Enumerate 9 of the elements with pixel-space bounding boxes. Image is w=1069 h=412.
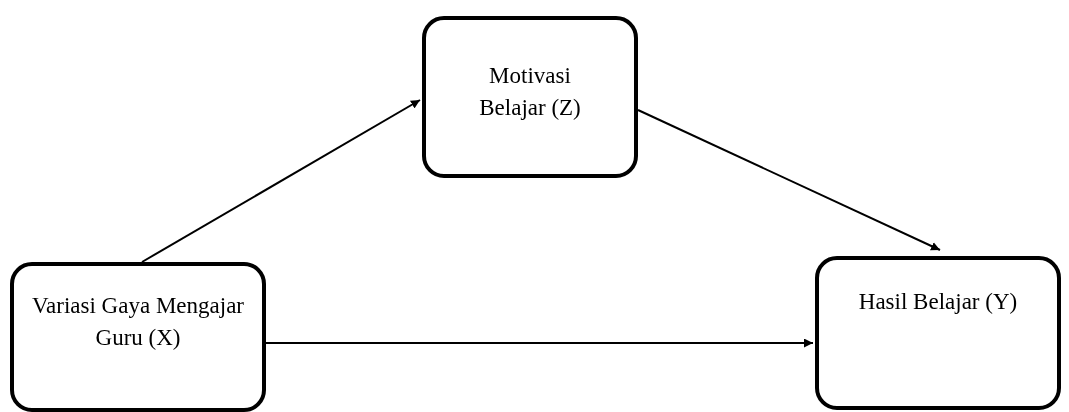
node-label: Variasi Gaya Mengajar Guru (X): [31, 292, 245, 352]
arrow: [141, 99, 421, 263]
rounded-box: [10, 262, 266, 412]
rounded-box: [815, 256, 1061, 410]
rounded-box: [422, 16, 638, 178]
node-label: Hasil Belajar (Y): [857, 288, 1019, 316]
node-label: Motivasi Belajar (Z): [478, 62, 582, 122]
arrow: [265, 338, 814, 348]
arrow: [637, 109, 941, 251]
